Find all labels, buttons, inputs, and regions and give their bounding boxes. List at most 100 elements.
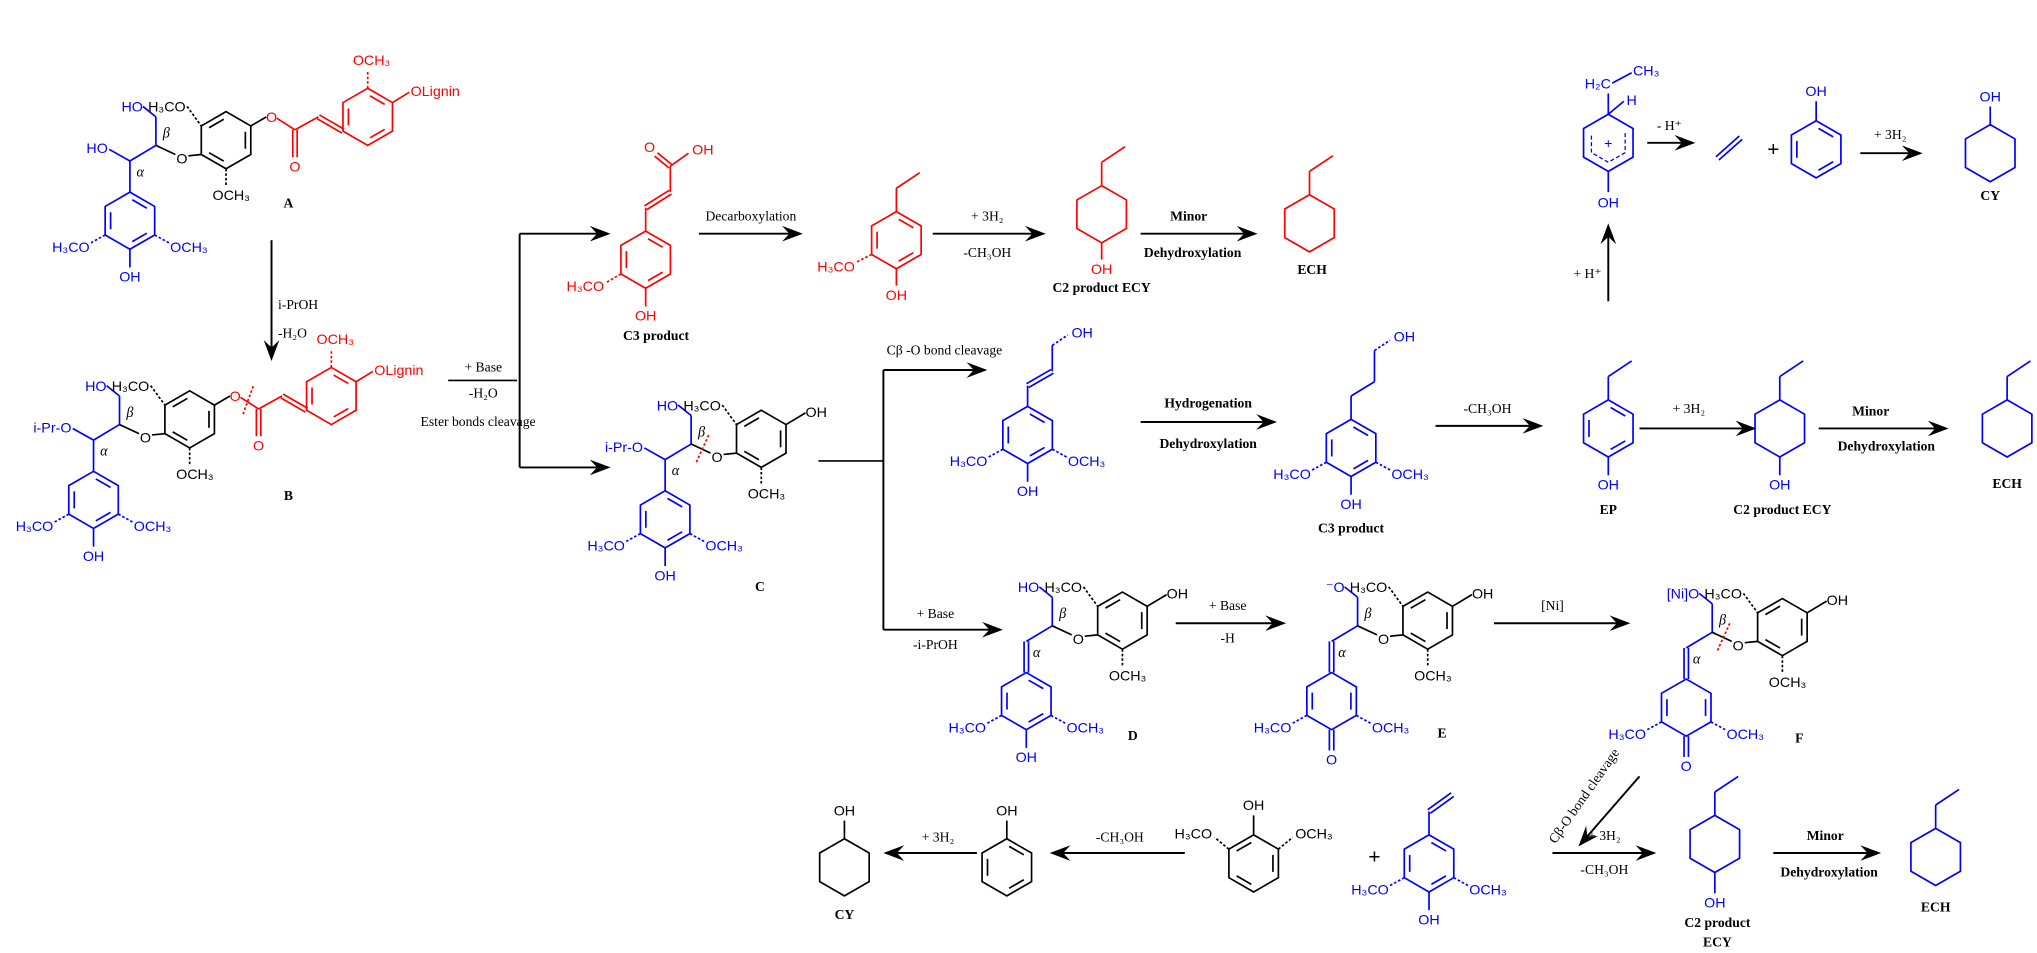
structures-B-gamma: HO — [85, 379, 106, 395]
double-bond — [1429, 795, 1455, 814]
ring-double-bond — [208, 151, 225, 162]
structures-ethylguaiacol-h3co: H₃CO — [817, 259, 855, 275]
bond — [1935, 788, 1960, 806]
bond — [129, 144, 157, 162]
ring-double-bond — [647, 271, 664, 282]
structures-B-och3-red: OCH₃ — [316, 332, 354, 348]
structures-A-o-carbonyl: O — [289, 159, 300, 175]
structures-E-h3co: H₃CO — [1254, 720, 1292, 736]
reactions-minor-red-name: Dehydroxylation — [1144, 245, 1242, 260]
dashed-bond — [855, 253, 873, 264]
ring-double-bond — [1818, 127, 1834, 138]
structures-ecy-bottom-caption-1: C2 product — [1684, 915, 1750, 930]
ring-double-bond — [131, 199, 148, 209]
structures-E-alpha: α — [1338, 645, 1346, 661]
structures-D-och3-black: OCH₃ — [1109, 668, 1147, 684]
structures-C-alpha-sub: i-Pr-O — [605, 440, 643, 456]
dashed-bond — [186, 105, 202, 127]
structures-B-h3co-black: H₃CO — [112, 379, 150, 395]
bond — [895, 171, 921, 189]
structures-phenol-bottom-oh: OH — [996, 803, 1017, 819]
structures-A-olignin: OLignin — [411, 84, 460, 100]
arrow-head-icon — [782, 225, 803, 242]
arrow-head-icon — [1735, 420, 1757, 437]
structures-ferulic-acid-h3co: H₃CO — [567, 279, 605, 295]
structures-sinapyl-alcohol-h3co: H₃CO — [950, 454, 988, 470]
dashed-bond — [695, 433, 711, 463]
double-bond — [656, 152, 673, 166]
ring-double-bond — [1236, 841, 1252, 852]
ring-double-bond — [1352, 459, 1369, 470]
structures-A-h3co: H₃CO — [52, 240, 90, 256]
structures-cy-bottom-caption: CY — [835, 907, 855, 922]
structures-vinylsyringol-h3co: H₃CO — [1351, 883, 1389, 899]
reactions-ni-e-to-f-reagent: [Ni] — [1541, 598, 1564, 613]
arrow-head-icon — [1256, 414, 1278, 430]
structures-ferulic-acid-caption: C3 product — [623, 328, 689, 343]
structures-F-gamma: [Ni]O — [1667, 587, 1700, 603]
cyclohexane-ring — [1754, 398, 1806, 458]
structures-D-o-ether: O — [1073, 632, 1084, 648]
aromatic-ring — [981, 837, 1033, 897]
arrow-head-icon — [982, 621, 1003, 638]
dashed-bond — [1388, 586, 1404, 607]
reactions-base-c-to-d-byproduct: -i-PrOH — [913, 637, 958, 652]
bond — [1714, 775, 1739, 793]
bond — [2006, 360, 2031, 378]
structures-A-och3-red: OCH₃ — [353, 53, 391, 69]
structures-sinapyl-alcohol-och3: OCH₃ — [1068, 454, 1106, 470]
aromatic-ring — [1096, 591, 1149, 651]
structures-B-olignin: OLignin — [374, 363, 423, 379]
reactions-decarboxylation-name: Decarboxylation — [705, 209, 796, 224]
structures-A-oh: OH — [119, 270, 140, 286]
dashed-bond — [1082, 586, 1099, 607]
structures-C-oh: OH — [654, 568, 675, 584]
ring-double-bond — [1764, 605, 1781, 616]
ring-double-bond — [1105, 598, 1121, 609]
bond — [119, 423, 140, 435]
bond — [239, 396, 260, 410]
structures-ecy-bottom-caption-2: ECY — [1703, 935, 1732, 950]
reactions-minor-bottom-name: Dehydroxylation — [1780, 864, 1878, 879]
arrow-head-icon — [1265, 615, 1287, 632]
bond — [1038, 586, 1053, 598]
cyclohexane-ring — [1689, 814, 1741, 874]
structures-C-oh-black: OH — [806, 405, 827, 421]
aromatic-ring — [1228, 833, 1280, 893]
structures-F-oh-black: OH — [1827, 593, 1848, 609]
bond — [355, 370, 374, 383]
reactions-hydrogenation-dehydroxylation-name-2: Dehydroxylation — [1159, 436, 1257, 451]
structures-ferulic-acid-oh: OH — [635, 309, 656, 325]
arrow-head-icon — [1236, 225, 1258, 242]
structures-ech-blue-caption: ECH — [1992, 476, 2022, 491]
arrow-head-icon — [1049, 845, 1071, 861]
structures-F-och3: OCH₃ — [1727, 727, 1765, 743]
structures-C-och3: OCH₃ — [705, 539, 743, 555]
dashed-bond — [1051, 448, 1067, 458]
structures-C-alpha: α — [672, 463, 680, 479]
bond — [1607, 100, 1625, 115]
structures-A-alpha-sub: HO — [86, 141, 107, 157]
ring-double-bond — [667, 497, 683, 508]
structures-A-o-ether: O — [176, 152, 187, 168]
dashed-bond — [1355, 714, 1371, 724]
structures-syringol-oh: OH — [1243, 798, 1264, 814]
dashed-bond — [1453, 876, 1469, 887]
structures-B-o-carbonyl: O — [253, 439, 264, 455]
bond — [1357, 625, 1378, 636]
double-bond — [646, 193, 672, 211]
cyclohexane-ring — [818, 837, 871, 897]
reactions-minor-blue-qualifier: Minor — [1852, 403, 1889, 418]
cyclohexane-ring — [1981, 398, 2033, 458]
aromatic-ring — [305, 366, 357, 426]
structures-B-och3-black: OCH₃ — [176, 467, 214, 483]
ring-double-bond — [1352, 426, 1369, 437]
ring-double-bond — [1008, 879, 1025, 889]
ring-double-bond — [95, 511, 111, 522]
structures-ecy-blue-caption: C2 product ECY — [1733, 502, 1831, 517]
arrow-head-icon — [1860, 845, 1882, 861]
structures-cation-oh: OH — [1598, 196, 1619, 212]
structures-C-h3co-black: H₃CO — [683, 398, 721, 414]
structures-cation-h: H — [1627, 93, 1637, 109]
bond — [276, 117, 296, 131]
